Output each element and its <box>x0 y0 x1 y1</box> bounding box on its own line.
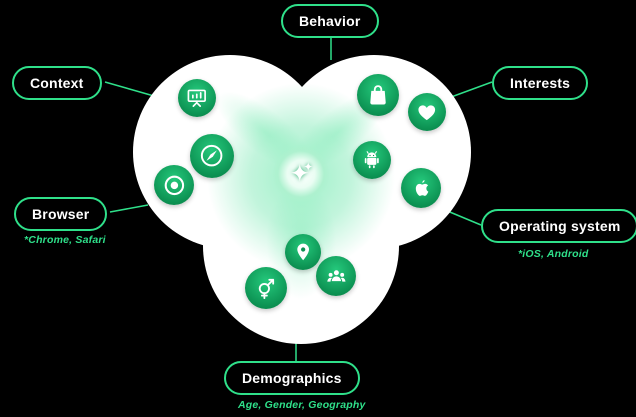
gender-icon <box>245 267 287 309</box>
label-context: Context <box>12 66 102 100</box>
label-interests: Interests <box>492 66 589 100</box>
label-behavior: Behavior <box>281 4 379 38</box>
android-icon <box>353 141 391 179</box>
browser-note: *Chrome, Safari <box>24 234 106 246</box>
apple-icon <box>401 168 441 208</box>
team-icon <box>316 256 356 296</box>
heart-icon <box>408 93 446 131</box>
connector-operating-system <box>444 209 482 226</box>
demographics-note: Age, Gender, Geography <box>238 399 366 411</box>
label-operating-system: Operating system <box>481 209 636 243</box>
shopping-bag-icon <box>357 74 399 116</box>
label-browser: Browser <box>14 197 108 231</box>
operating-system-note: *iOS, Android <box>518 248 589 260</box>
chrome-icon <box>154 165 194 205</box>
location-pin-icon <box>285 234 321 270</box>
label-demographics: Demographics <box>224 361 360 395</box>
connector-browser <box>109 204 149 213</box>
safari-icon <box>190 134 234 178</box>
presentation-icon <box>178 79 216 117</box>
